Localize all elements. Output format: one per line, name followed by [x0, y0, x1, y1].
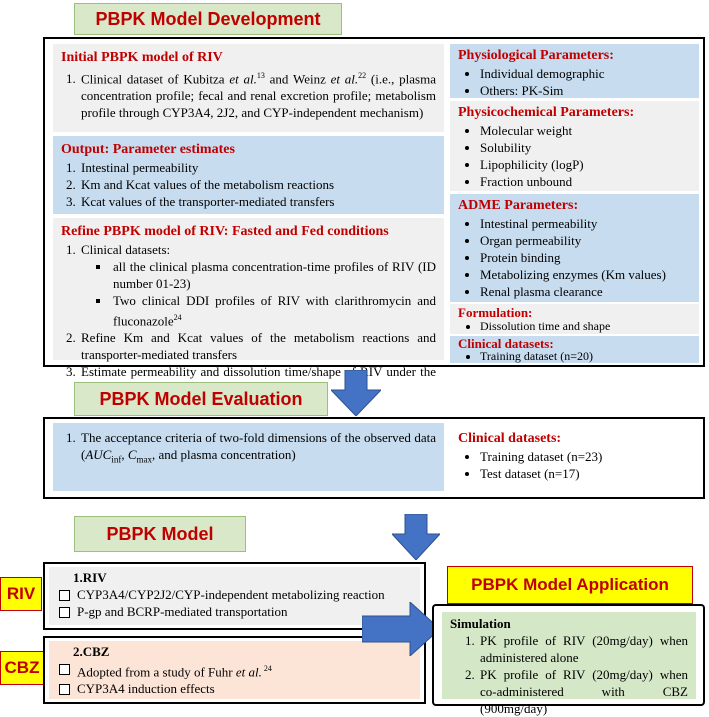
output-item: Kcat values of the transporter-mediated … — [79, 193, 436, 210]
evaluation-criteria-item: The acceptance criteria of two-fold dime… — [79, 429, 436, 469]
development-title-text: PBPK Model Development — [95, 8, 321, 29]
adme-list: Intestinal permeability Organ permeabili… — [458, 215, 691, 300]
evaluation-criteria-list: The acceptance criteria of two-fold dime… — [61, 429, 436, 469]
clinical-panel-final: Clinical datasets: Training dataset (n=2… — [450, 336, 699, 363]
refine-sublist: all the clinical plasma concentration-ti… — [81, 258, 436, 329]
initial-model-heading: Initial PBPK model of RIV — [61, 50, 223, 65]
refine-box: Refine PBPK model of RIV: Fasted and Fed… — [53, 218, 444, 396]
application-title: PBPK Model Application — [447, 566, 693, 604]
evaluation-clinical-heading: Clinical datasets: — [458, 431, 562, 446]
evaluation-clinical-box: Clinical datasets: Training dataset (n=2… — [450, 425, 699, 487]
output-heading: Output: Parameter estimates — [61, 142, 235, 157]
evaluation-title: PBPK Model Evaluation — [74, 382, 328, 416]
application-title-text: PBPK Model Application — [471, 575, 669, 594]
adme-item: Metabolizing enzymes (Km values) — [480, 266, 691, 283]
formulation-clinical-wrapper: Formulation: Dissolution time and shape … — [450, 305, 699, 363]
cbz-model-box: 2.CBZ Adopted from a study of Fuhr et al… — [49, 641, 420, 699]
formulation-heading: Formulation: — [458, 305, 533, 320]
cbz-model-item: CYP3A4 induction effects — [57, 680, 412, 697]
simulation-heading: Simulation — [450, 616, 511, 631]
refine-item: Refine Km and Kcat values of the metabol… — [79, 329, 436, 363]
cbz-tag-text: CBZ — [4, 658, 40, 677]
riv-model-list: CYP3A4/CYP2J2/CYP-independent metabolizi… — [57, 586, 412, 620]
model-title: PBPK Model — [74, 516, 246, 552]
evaluation-clinical-list: Training dataset (n=23) Test dataset (n=… — [458, 448, 691, 482]
physiological-list: Individual demographic Others: PK-Sim — [458, 65, 691, 99]
output-item: Intestinal permeability — [79, 159, 436, 176]
physiological-item: Individual demographic — [480, 65, 691, 82]
refine-subitem: all the clinical plasma concentration-ti… — [111, 258, 436, 292]
cbz-model-heading: 2.CBZ — [73, 644, 110, 659]
model-title-text: PBPK Model — [106, 523, 214, 544]
evaluation-criteria-box: The acceptance criteria of two-fold dime… — [53, 423, 444, 491]
clinical-list: Training dataset (n=20) — [458, 350, 691, 362]
clinical-item: Training dataset (n=20) — [480, 350, 691, 362]
evaluation-title-text: PBPK Model Evaluation — [99, 388, 303, 409]
down-arrow-2 — [390, 513, 442, 561]
physicochemical-item: Molecular weight — [480, 122, 691, 139]
physicochemical-item: Lipophilicity (logP) — [480, 156, 691, 173]
initial-model-list: Clinical dataset of Kubitza et al.13 and… — [61, 67, 436, 121]
simulation-list: PK profile of RIV (20mg/day) when admini… — [450, 632, 688, 717]
physiological-item: Others: PK-Sim — [480, 82, 691, 99]
cbz-tag: CBZ — [0, 651, 44, 685]
refine-item: Clinical datasets: all the clinical plas… — [79, 241, 436, 329]
formulation-list: Dissolution time and shape — [458, 320, 691, 333]
riv-model-item: P-gp and BCRP-mediated transportation — [57, 603, 412, 620]
refine-list: Clinical datasets: all the clinical plas… — [61, 241, 436, 397]
evaluation-clinical-item: Test dataset (n=17) — [480, 465, 691, 482]
riv-tag-text: RIV — [6, 584, 36, 603]
down-arrow-1 — [329, 369, 383, 417]
output-list: Intestinal permeability Km and Kcat valu… — [61, 159, 436, 210]
simulation-item: PK profile of RIV (20mg/day) when admini… — [478, 632, 688, 666]
simulation-item: PK profile of RIV (20mg/day) when co-adm… — [478, 666, 688, 717]
initial-model-box: Initial PBPK model of RIV Clinical datas… — [53, 44, 444, 132]
physicochemical-heading: Physicochemical Parameters: — [458, 105, 635, 120]
adme-item: Organ permeability — [480, 232, 691, 249]
refine-subitem: Two clinical DDI profiles of RIV with cl… — [111, 292, 436, 329]
adme-item: Renal plasma clearance — [480, 283, 691, 300]
initial-model-item: Clinical dataset of Kubitza et al.13 and… — [79, 67, 436, 121]
adme-item: Intestinal permeability — [480, 215, 691, 232]
riv-model-heading: 1.RIV — [73, 570, 107, 585]
physicochemical-item: Solubility — [480, 139, 691, 156]
cbz-model-list: Adopted from a study of Fuhr et al. 24 C… — [57, 660, 412, 697]
physicochemical-item: Fraction unbound — [480, 173, 691, 190]
adme-item: Protein binding — [480, 249, 691, 266]
output-item: Km and Kcat values of the metabolism rea… — [79, 176, 436, 193]
riv-tag: RIV — [0, 577, 42, 611]
refine-heading: Refine PBPK model of RIV: Fasted and Fed… — [61, 224, 389, 239]
physiological-heading: Physiological Parameters: — [458, 48, 614, 63]
physicochemical-box: Physicochemical Parameters: Molecular we… — [450, 101, 699, 191]
development-title: PBPK Model Development — [74, 3, 342, 35]
adme-heading: ADME Parameters: — [458, 198, 579, 213]
riv-model-box: 1.RIV CYP3A4/CYP2J2/CYP-independent meta… — [49, 567, 420, 625]
riv-model-item: CYP3A4/CYP2J2/CYP-independent metabolizi… — [57, 586, 412, 603]
clinical-heading: Clinical datasets: — [458, 336, 554, 351]
cbz-model-item: Adopted from a study of Fuhr et al. 24 — [57, 660, 412, 680]
simulation-box: Simulation PK profile of RIV (20mg/day) … — [442, 612, 696, 716]
adme-box: ADME Parameters: Intestinal permeability… — [450, 194, 699, 302]
physiological-box: Physiological Parameters: Individual dem… — [450, 44, 699, 98]
physicochemical-list: Molecular weight Solubility Lipophilicit… — [458, 122, 691, 190]
formulation-panel-final: Formulation: Dissolution time and shape — [450, 305, 699, 334]
formulation-item: Dissolution time and shape — [480, 320, 691, 333]
output-box: Output: Parameter estimates Intestinal p… — [53, 136, 444, 214]
right-arrow — [361, 600, 441, 658]
evaluation-clinical-item: Training dataset (n=23) — [480, 448, 691, 465]
